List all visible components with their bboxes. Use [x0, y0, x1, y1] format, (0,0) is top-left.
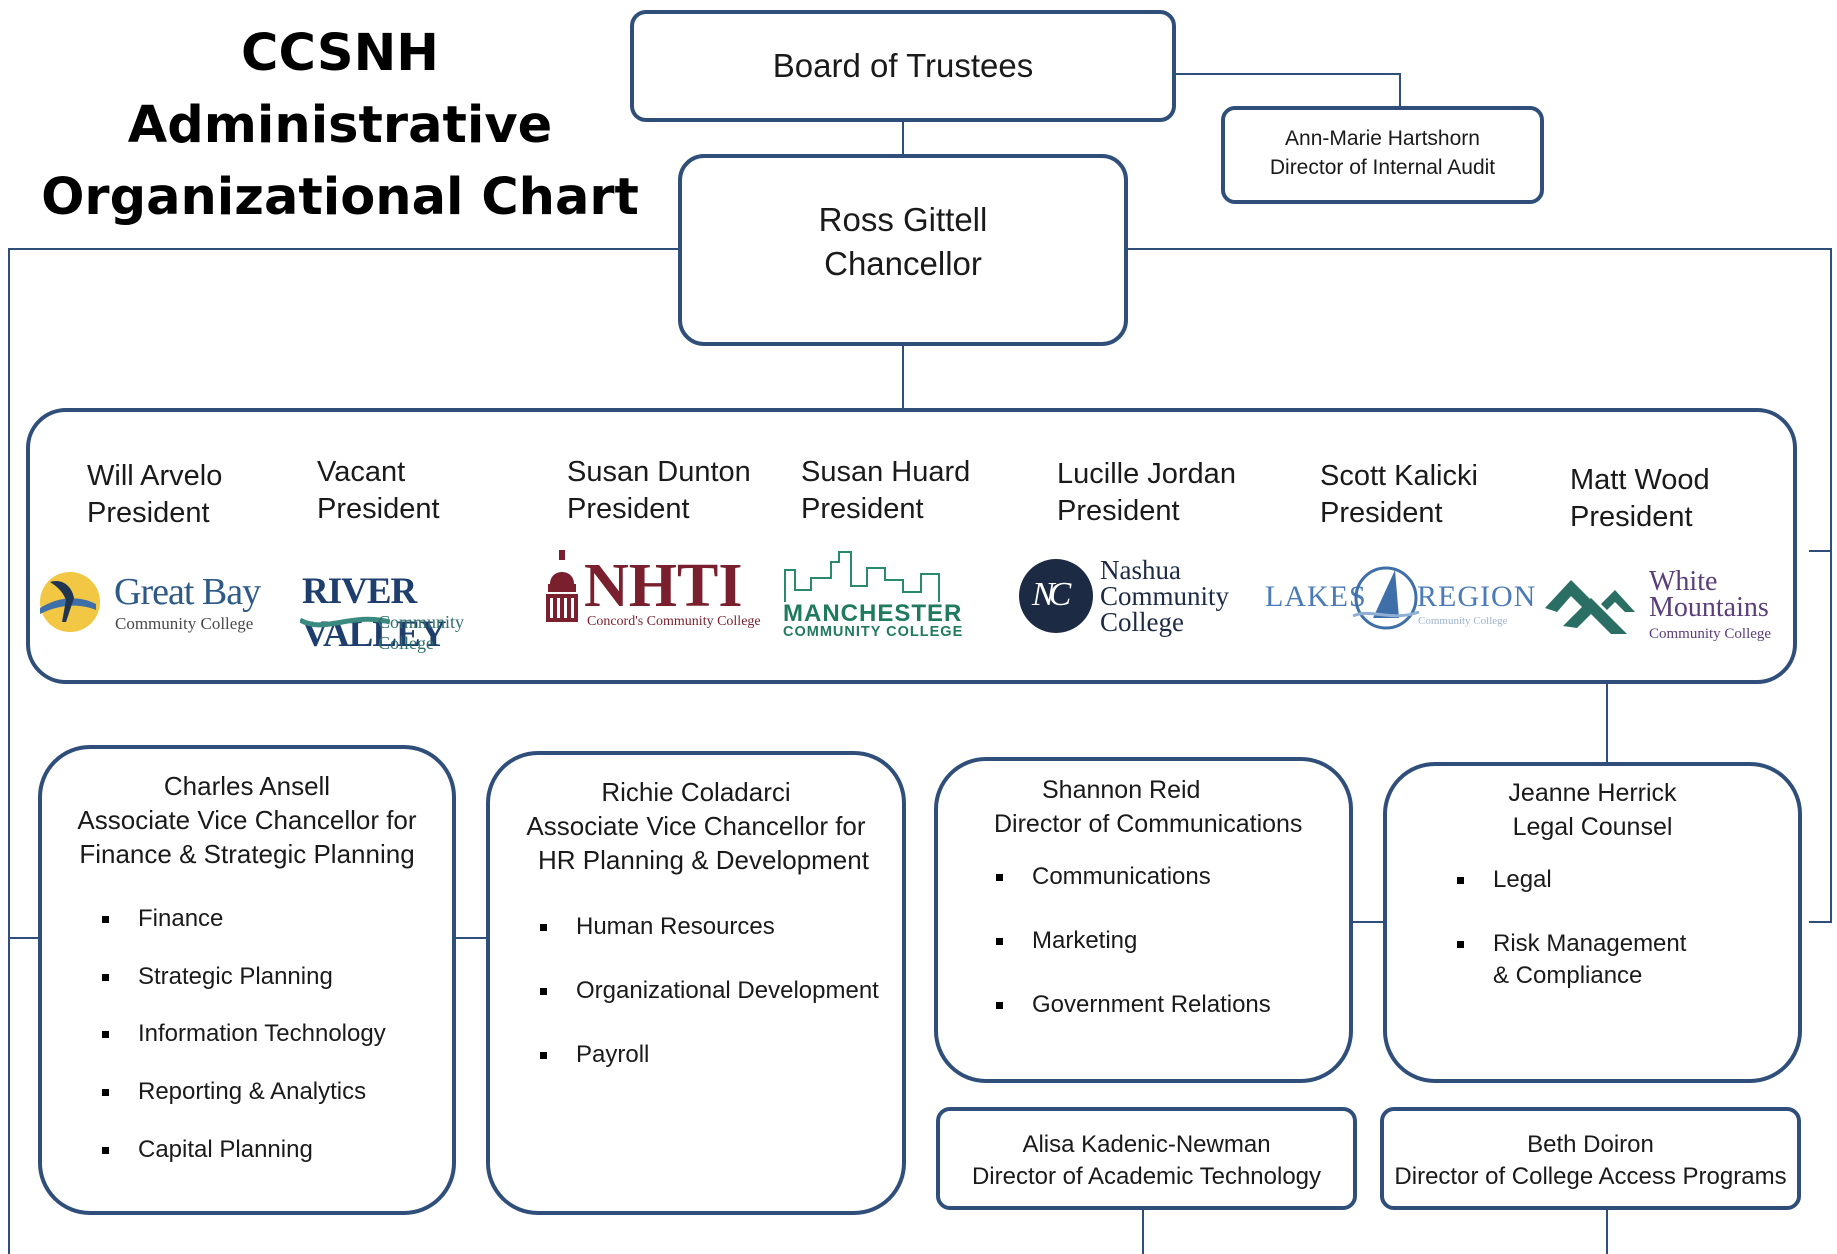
ncc-monogram-icon — [1019, 559, 1093, 633]
mountains-icon — [1545, 580, 1635, 634]
skyline-icon — [784, 551, 940, 602]
communications-unit-header: Shannon Reid Director of Communications — [994, 776, 1303, 838]
list-item: Capital Planning — [100, 1136, 386, 1164]
legal-unit-header: Jeanne Herrick Legal Counsel — [1508, 779, 1677, 841]
list-item: Payroll — [538, 1041, 879, 1069]
list-item: Finance — [100, 905, 386, 963]
presidents-panel — [26, 408, 1797, 684]
manchester-logo: MANCHESTER COMMUNITY COLLEGE — [781, 550, 971, 640]
page-title: CCSNH Administrative Organizational Char… — [41, 24, 639, 227]
internal-audit-box: Ann-Marie Hartshorn Director of Internal… — [1221, 106, 1544, 204]
chancellor-title: Chancellor — [824, 245, 982, 282]
lakes-region-logo: LAKES REGION Community College — [1265, 560, 1535, 640]
hr-unit-list: Human Resources Organizational Developme… — [538, 913, 879, 1069]
sail-mountain-icon — [1352, 566, 1420, 630]
list-item: Strategic Planning — [100, 963, 386, 1020]
finance-unit-list: Finance Strategic Planning Information T… — [100, 905, 386, 1164]
capitol-dome-icon — [546, 550, 578, 622]
legal-unit-list: Legal Risk Management — [1455, 866, 1686, 962]
heron-sun-icon — [40, 572, 100, 632]
river-valley-logo: RIVER VALLEY Community College — [300, 571, 465, 655]
board-of-trustees-box: Board of Trustees — [630, 10, 1176, 122]
list-item: Government Relations — [994, 991, 1271, 1019]
nashua-logo: NC Nashua Community College — [1016, 556, 1246, 640]
board-label: Board of Trustees — [772, 47, 1034, 84]
hr-unit-header: Richie Coladarci Associate Vice Chancell… — [526, 777, 869, 875]
list-item: Organizational Development — [538, 977, 879, 1041]
finance-unit-header: Charles Ansell Associate Vice Chancellor… — [77, 771, 417, 869]
list-item: Reporting & Analytics — [100, 1078, 386, 1136]
wave-icon — [300, 616, 390, 628]
communications-unit-list: Communications Marketing Government Rela… — [994, 863, 1271, 1019]
great-bay-logo: Great Bay Community College — [32, 564, 272, 636]
white-mountains-logo: White Mountains Community College — [1545, 568, 1785, 652]
list-item: Legal — [1455, 866, 1686, 930]
academic-technology-box: Alisa Kadenic-Newman Director of Academi… — [936, 1107, 1357, 1210]
list-item: Human Resources — [538, 913, 879, 977]
chancellor-box: Ross Gittell Chancellor — [678, 154, 1128, 346]
list-item: Marketing — [994, 927, 1271, 991]
audit-title: Director of Internal Audit — [1269, 156, 1496, 179]
hr-unit-box: Richie Coladarci Associate Vice Chancell… — [486, 751, 906, 1215]
list-item: Communications — [994, 863, 1271, 927]
college-access-box: Beth Doiron Director of College Access P… — [1380, 1107, 1801, 1210]
finance-unit-box: Charles Ansell Associate Vice Chancellor… — [38, 745, 456, 1215]
legal-unit-list-continuation: & Compliance — [1493, 962, 1643, 989]
list-item: Risk Management — [1455, 930, 1686, 962]
list-item: Information Technology — [100, 1020, 386, 1078]
audit-name: Ann-Marie Hartshorn — [1285, 127, 1480, 150]
legal-unit-box: Jeanne Herrick Legal Counsel Legal Risk … — [1383, 762, 1802, 1083]
chancellor-name: Ross Gittell — [818, 201, 988, 238]
nhti-logo: NHTI Concord's Community College — [540, 548, 765, 638]
communications-unit-box: Shannon Reid Director of Communications … — [934, 757, 1353, 1083]
